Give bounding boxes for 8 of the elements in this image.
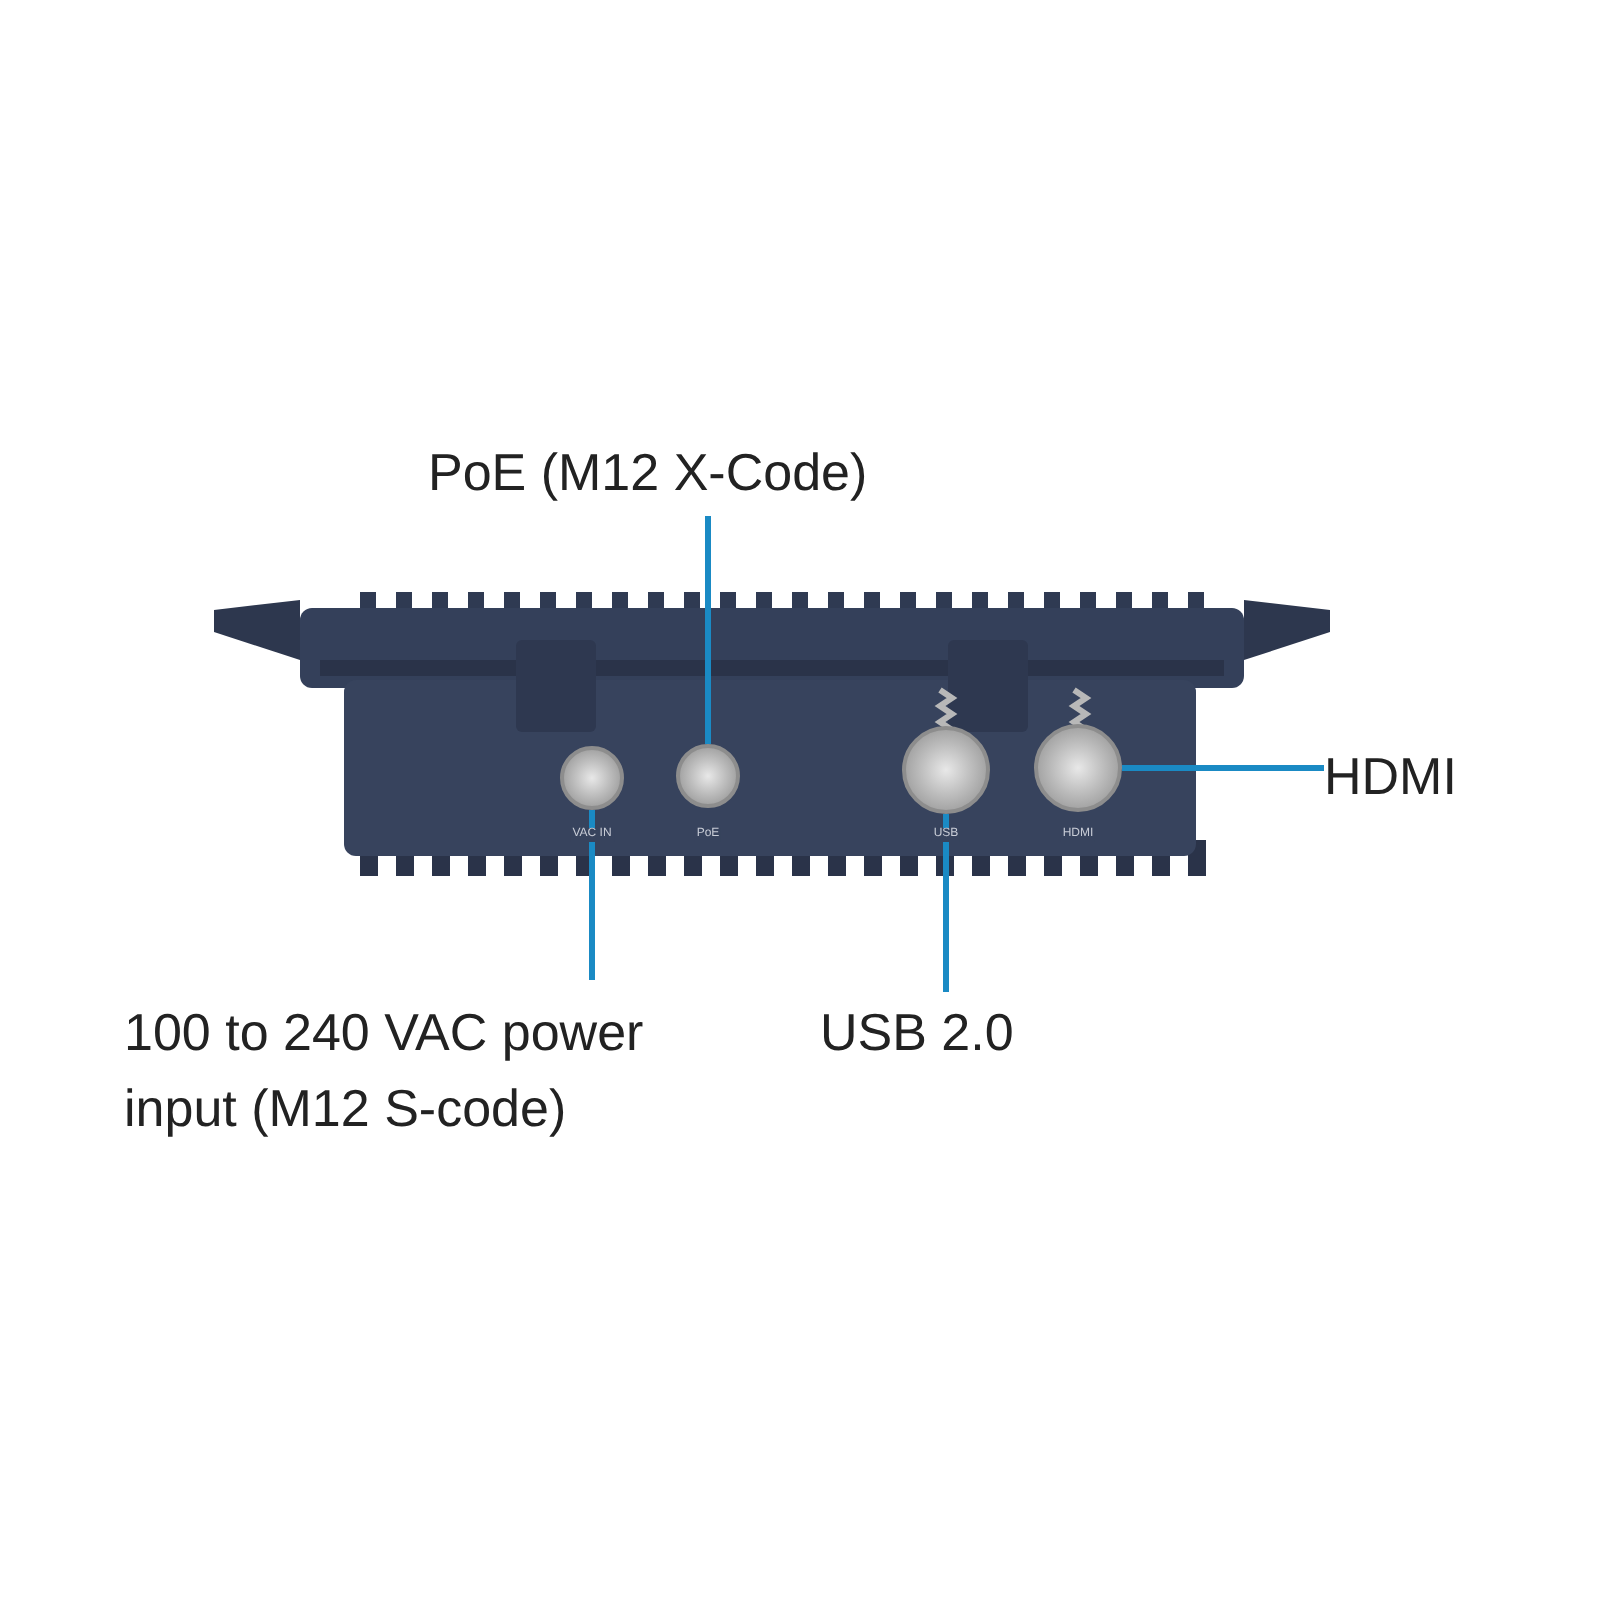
callout-text: USB 2.0 xyxy=(820,1000,1014,1066)
callout-text: 100 to 240 VAC power input (M12 S-code) xyxy=(124,1000,646,1142)
callout-text: PoE (M12 X-Code) xyxy=(428,440,868,506)
leader-line xyxy=(705,516,711,744)
leader-line xyxy=(1122,765,1324,771)
leader-line xyxy=(943,814,949,992)
leader-line xyxy=(589,810,595,980)
callout-text: HDMI xyxy=(1324,744,1457,810)
